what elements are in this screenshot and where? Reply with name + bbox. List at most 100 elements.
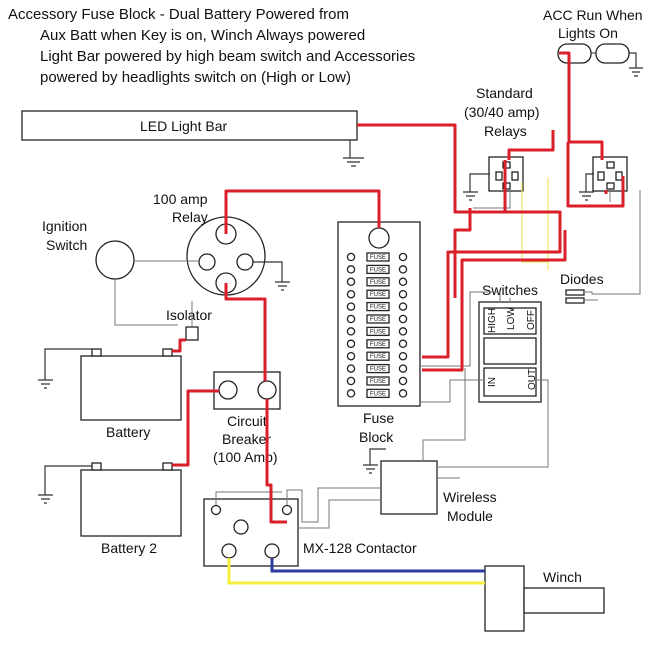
- red-wire-battery2: [172, 389, 219, 467]
- fuse: [366, 301, 390, 312]
- fuse-terminal-left: [346, 289, 356, 299]
- fuse-slot: FUSE: [346, 301, 408, 312]
- switch-high-label: HIGH: [487, 308, 498, 333]
- fuse-terminal-right: [398, 314, 408, 324]
- fuse-slot: FUSE: [346, 289, 408, 299]
- red-wire-breaker-contactor: [265, 399, 287, 524]
- fuse-slot: FUSE: [346, 339, 408, 349]
- fuse: [366, 351, 390, 361]
- fuse: [366, 339, 390, 349]
- isolator-label: Isolator: [166, 307, 212, 323]
- relays-label-3: Relays: [484, 123, 527, 139]
- fuse-label: FUSE: [370, 329, 386, 335]
- switch-winch: [483, 367, 537, 397]
- ground-relay100: [253, 261, 290, 291]
- fuse-label: FUSE: [370, 292, 386, 298]
- fuse-terminal-right: [398, 339, 408, 349]
- breaker-label-1: Circuit: [227, 413, 267, 429]
- breaker-label-2: Breaker: [222, 431, 271, 447]
- fuse-label: FUSE: [370, 305, 386, 311]
- title-line-1: Accessory Fuse Block - Dual Battery Powe…: [8, 6, 349, 23]
- fuse-slot: FUSE: [346, 388, 408, 399]
- ignition-label-2: Switch: [46, 237, 87, 253]
- led-light-bar: [21, 110, 358, 141]
- title-line-4: powered by headlights switch on (High or…: [40, 69, 351, 86]
- ground-battery-2: [38, 465, 92, 504]
- fuse-slot: FUSE: [346, 277, 408, 287]
- switch-blank: [483, 337, 537, 365]
- fuse-terminal-right: [398, 376, 408, 386]
- fuse: [366, 277, 390, 287]
- fuse: [366, 314, 390, 324]
- fuse: [366, 326, 390, 337]
- fuse-slot: FUSE: [346, 314, 408, 324]
- diode-1: [565, 289, 585, 296]
- battery-2-label: Battery 2: [101, 540, 157, 556]
- wireless-label-2: Module: [447, 508, 493, 524]
- fuse-slot: FUSE: [346, 351, 408, 361]
- fuse-label: FUSE: [370, 342, 386, 348]
- ground-relay-1: [463, 173, 490, 201]
- title-line-2: Aux Batt when Key is on, Winch Always po…: [40, 27, 365, 44]
- fuse-terminal-left: [346, 314, 356, 324]
- fuse: [366, 376, 390, 386]
- breaker-label-3: (100 Amp): [213, 449, 278, 465]
- relay100-label-2: Relay: [172, 209, 208, 225]
- fuse-terminal-left: [346, 389, 356, 398]
- relays-label-1: Standard: [476, 85, 533, 101]
- acc-light-right: [595, 43, 630, 64]
- fuse-label: FUSE: [370, 354, 386, 360]
- fuse: [366, 264, 390, 275]
- ignition-switch: [95, 240, 135, 280]
- red-wire-relay-switch: [422, 238, 562, 359]
- winch-body: [484, 565, 525, 632]
- fuse-block-label-2: Block: [359, 429, 394, 445]
- fuse-label: FUSE: [370, 379, 386, 385]
- fuse-terminal-left: [346, 339, 356, 349]
- fuse-terminal-right: [398, 389, 408, 398]
- fuse-terminal-left: [346, 351, 356, 361]
- red-wire-relay-fuse: [224, 189, 381, 234]
- fuse-slot: FUSE: [346, 376, 408, 386]
- fuse-terminal-right: [398, 277, 408, 287]
- fuse-rows: FUSE FUSE FUSE FUSE FUSE FUSE FUSE FUSE FUSE FUSE…: [346, 252, 408, 399]
- ignition-label-1: Ignition: [42, 218, 87, 234]
- fuse-label: FUSE: [370, 255, 386, 261]
- battery-2: [80, 469, 182, 537]
- isolator: [185, 326, 199, 341]
- fuse-terminal-right: [398, 327, 408, 336]
- winch-cable-yellow: [227, 558, 485, 585]
- fuse-terminal-left: [346, 265, 356, 274]
- fuse-terminal-left: [346, 252, 356, 262]
- red-wire-lightbar: [357, 123, 562, 238]
- winch-cable-blue: [270, 558, 485, 573]
- fuse-slot: FUSE: [346, 264, 408, 275]
- switch-out-label: OUT: [527, 369, 538, 390]
- winch-label: Winch: [543, 569, 582, 585]
- fuse-terminal-right: [398, 252, 408, 262]
- contactor-label: MX-128 Contactor: [303, 540, 417, 556]
- fuse-slot: FUSE: [346, 326, 408, 337]
- wireless-label-1: Wireless: [443, 489, 497, 505]
- acc-run-label-2: Lights On: [558, 25, 618, 41]
- fuse: [366, 363, 390, 374]
- fuse-terminal-right: [398, 302, 408, 311]
- battery-1-label: Battery: [106, 424, 150, 440]
- relay100-label-1: 100 amp: [153, 191, 208, 207]
- ground-relay-2: [579, 173, 594, 201]
- fuse-terminal-right: [398, 351, 408, 361]
- battery-1: [80, 355, 182, 421]
- fuse-terminal-left: [346, 376, 356, 386]
- fuse-terminal-left: [346, 277, 356, 287]
- relays-label-2: (30/40 amp): [464, 104, 539, 120]
- red-wire-isolator: [172, 338, 186, 353]
- fuse-terminal-right: [398, 289, 408, 299]
- fuse-terminal-right: [398, 265, 408, 274]
- fuse-terminal-right: [398, 364, 408, 373]
- fuse: [366, 388, 390, 399]
- fuse-terminal-left: [346, 364, 356, 373]
- fuse-label: FUSE: [370, 317, 386, 323]
- fuse-terminal-left: [346, 302, 356, 311]
- red-wire-relay-breaker: [224, 283, 267, 381]
